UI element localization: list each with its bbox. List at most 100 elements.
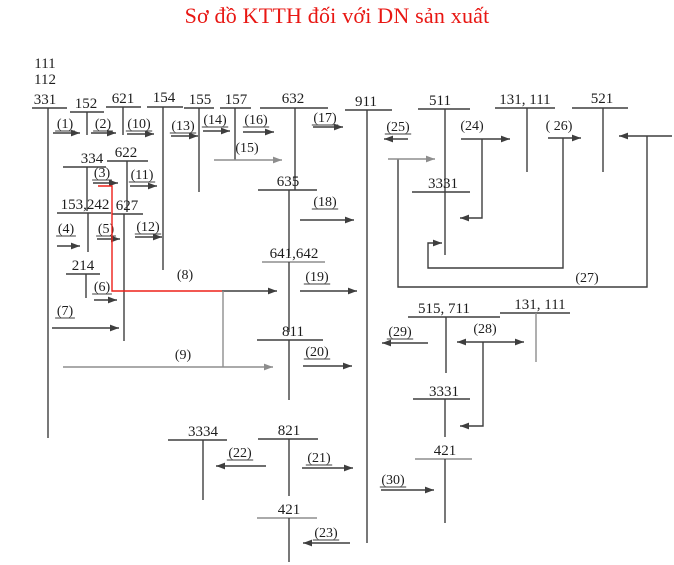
flow-label-5: (5): [98, 222, 115, 237]
flow-label-28: (28): [473, 322, 497, 337]
flow-12: (12): [134, 220, 162, 241]
account-511: 511: [418, 93, 470, 192]
arrowhead-icon: [148, 182, 157, 190]
flow-24: (24): [460, 119, 510, 222]
flow-label-23: (23): [314, 526, 338, 541]
flow-29: (29): [382, 325, 428, 347]
arrowhead-icon: [384, 135, 393, 143]
account-label-154: 154: [153, 90, 176, 106]
flow-label-22: (22): [228, 446, 252, 461]
account-label-3334: 3334: [188, 424, 219, 440]
connector-line: [427, 138, 564, 269]
arrowhead-icon: [216, 462, 225, 470]
account-label-acct-112: 112: [34, 72, 56, 88]
account-331: 331: [32, 92, 67, 438]
arrowhead-icon: [382, 339, 391, 347]
account-label-627: 627: [116, 198, 139, 214]
flow-label-25: (25): [386, 120, 410, 135]
account-label-155: 155: [189, 92, 212, 108]
account-label-421-mid: 421: [278, 502, 301, 518]
flow-23: (23): [303, 526, 350, 547]
arrowhead-icon: [145, 130, 154, 138]
arrowhead-icon: [303, 539, 312, 547]
account-label-acct-111: 111: [34, 56, 55, 72]
flow-13: (13): [169, 119, 198, 140]
account-label-214: 214: [72, 258, 95, 274]
flow-label-27: (27): [575, 271, 599, 286]
arrowhead-icon: [273, 156, 282, 164]
flow-8: (8): [98, 185, 277, 295]
arrowhead-icon: [264, 363, 273, 371]
account-811: 811: [257, 324, 323, 400]
arrowhead-icon: [619, 132, 628, 140]
account-515-711: 515, 711: [408, 301, 500, 373]
account-label-521: 521: [591, 91, 614, 107]
arrowhead-icon: [460, 214, 469, 222]
account-632: 632: [260, 91, 328, 190]
account-label-153-242: 153,242: [61, 197, 110, 213]
account-label-131-111-top: 131, 111: [499, 92, 550, 108]
account-label-911: 911: [355, 94, 377, 110]
account-label-632: 632: [282, 91, 305, 107]
account-label-334: 334: [81, 151, 104, 167]
account-622: 622: [107, 145, 148, 212]
arrowhead-icon: [515, 338, 524, 346]
flow-10: (10): [125, 117, 154, 138]
flow-21: (21): [302, 451, 353, 472]
account-421-mid: 421: [257, 502, 317, 562]
account-3331-low: 3331: [413, 384, 470, 437]
arrowhead-icon: [425, 486, 434, 494]
account-153-242: 153,242: [57, 197, 111, 252]
flow-label-30: (30): [381, 473, 405, 488]
flow-label-15: (15): [235, 141, 259, 156]
account-3331-top: 3331: [412, 176, 470, 255]
account-154: 154: [147, 90, 183, 270]
flow-28: (28): [457, 322, 524, 430]
account-155: 155: [184, 92, 214, 192]
connector-line: [98, 185, 222, 292]
arrowhead-icon: [71, 242, 80, 250]
account-157: 157: [220, 92, 251, 160]
arrowhead-icon: [348, 287, 357, 295]
flow-label-2: (2): [95, 117, 112, 132]
account-label-3331-top: 3331: [428, 176, 458, 192]
arrowhead-icon: [460, 422, 469, 430]
flow-label-26: ( 26): [546, 119, 573, 134]
arrowhead-icon: [457, 338, 466, 346]
arrowhead-icon: [153, 233, 162, 241]
flow-27: (27): [388, 132, 672, 288]
flow-label-1: (1): [57, 117, 74, 132]
flow-label-3: (3): [94, 166, 111, 181]
flow-3: (3): [92, 166, 118, 187]
flow-4: (4): [56, 222, 80, 250]
flow-label-21: (21): [307, 451, 331, 466]
flow-label-13: (13): [171, 119, 195, 134]
flow-5: (5): [96, 222, 120, 243]
flow-2: (2): [91, 117, 116, 137]
flow-7: (7): [52, 304, 119, 332]
account-3334: 3334: [168, 424, 227, 500]
flow-22: (22): [216, 446, 266, 470]
flow-14: (14): [201, 113, 230, 135]
account-627: 627: [112, 198, 143, 341]
flow-11: (11): [128, 168, 157, 190]
arrowhead-icon: [343, 362, 352, 370]
arrowhead-icon: [110, 324, 119, 332]
account-label-3331-low: 3331: [429, 384, 459, 400]
flow-25: (25): [384, 120, 412, 143]
flow-9: (9): [63, 348, 273, 371]
flow-18: (18): [300, 195, 354, 224]
arrowhead-icon: [265, 128, 274, 136]
flow-label-29: (29): [388, 325, 412, 340]
flow-1: (1): [53, 117, 80, 137]
arrowhead-icon: [268, 287, 277, 295]
flow-label-6: (6): [94, 280, 111, 295]
page-title: Sơ đồ KTTH đối với DN sản xuất: [184, 3, 490, 28]
arrowhead-icon: [345, 216, 354, 224]
flow-17: (17): [311, 111, 343, 131]
flow-label-16: (16): [244, 113, 268, 128]
flow-label-18: (18): [313, 195, 337, 210]
connector-line: [460, 139, 483, 219]
account-label-635: 635: [277, 174, 300, 190]
